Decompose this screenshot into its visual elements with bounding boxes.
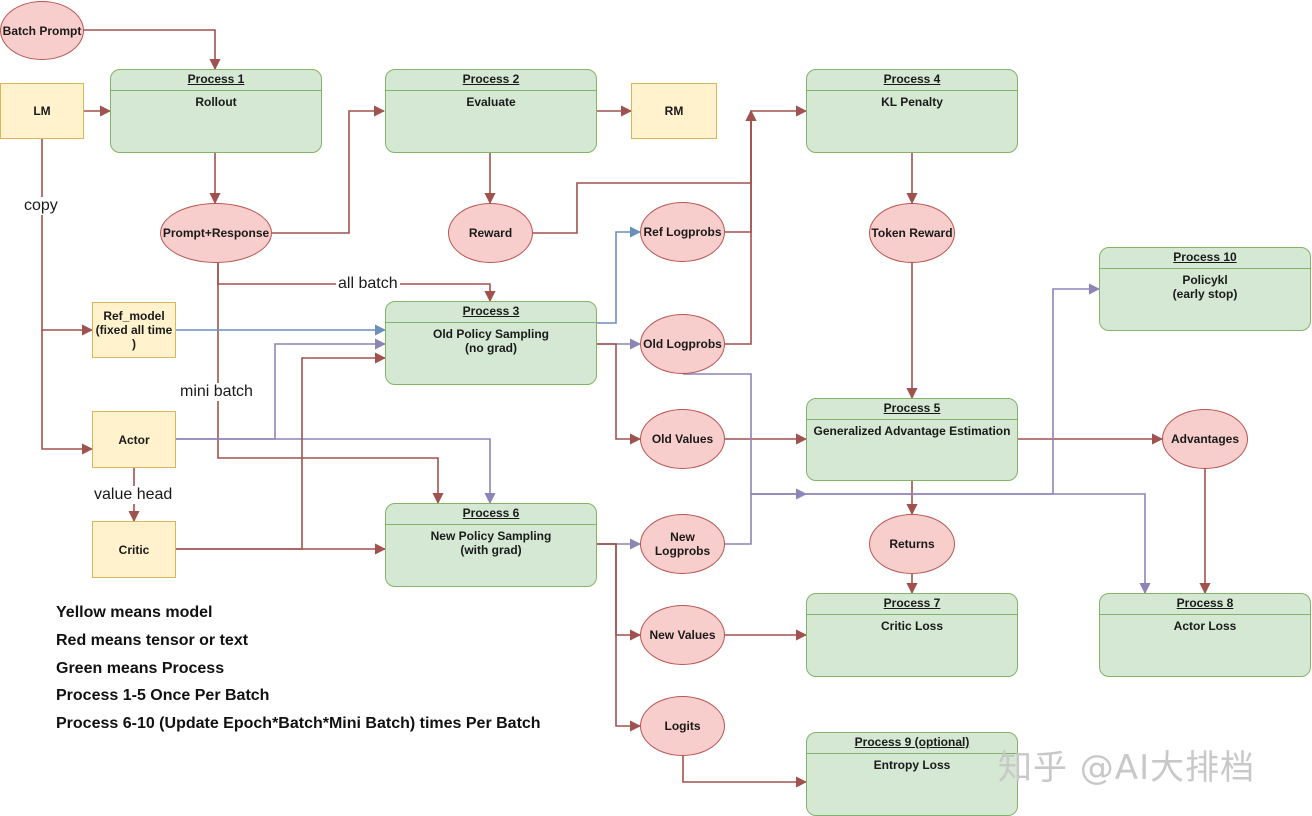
process-9-entropy-loss: Process 9 (optional) Entropy Loss: [806, 732, 1018, 816]
process-10-policykl: Process 10 Policykl (early stop): [1099, 247, 1311, 331]
process-title: Process 9 (optional): [807, 733, 1017, 754]
tensor-prompt-response: Prompt+Response: [160, 203, 272, 263]
tensor-logits: Logits: [640, 696, 725, 756]
process-7-critic-loss: Process 7 Critic Loss: [806, 593, 1018, 677]
process-body: Old Policy Sampling (no grad): [432, 327, 550, 355]
process-title: Process 3: [386, 302, 596, 323]
edge-p3-reflogprobs: [597, 226, 642, 324]
edge-label-value-head: value head: [92, 486, 175, 504]
process-body: Generalized Advantage Estimation: [813, 424, 1011, 438]
tensor-new-values: New Values: [640, 605, 725, 665]
model-lm: LM: [0, 83, 84, 139]
process-body: Actor Loss: [1173, 619, 1237, 633]
process-title: Process 8: [1100, 594, 1310, 615]
tensor-ref-logprobs: Ref Logprobs: [640, 202, 725, 262]
process-body: Policykl (early stop): [1172, 273, 1238, 301]
tensor-old-logprobs: Old Logprobs: [640, 314, 725, 374]
edge-oldlogprobs-p4: [725, 109, 757, 345]
tensor-new-logprobs: New Logprobs: [640, 514, 725, 574]
edge-logits-p9: [682, 756, 808, 788]
process-title: Process 2: [386, 70, 596, 91]
edge-label-all-batch: all batch: [336, 275, 400, 293]
process-1-rollout: Process 1 Rollout: [110, 69, 322, 153]
edge-p6-newvalues: [597, 543, 642, 641]
tensor-reward: Reward: [448, 203, 533, 263]
tensor-returns: Returns: [869, 514, 955, 574]
process-2-evaluate: Process 2 Evaluate: [385, 69, 597, 153]
edge-batchprompt-p1: [80, 29, 221, 71]
process-6-new-policy-sampling: Process 6 New Policy Sampling (with grad…: [385, 503, 597, 587]
process-4-kl-penalty: Process 4 KL Penalty: [806, 69, 1018, 153]
process-body: Evaluate: [466, 95, 516, 109]
edge-label-mini-batch: mini batch: [178, 383, 255, 401]
process-title: Process 7: [807, 594, 1017, 615]
edge-reflogprobs-p4: [725, 109, 757, 233]
legend-red: Red means tensor or text: [56, 631, 249, 649]
legend-green: Green means Process: [56, 659, 225, 677]
edge-p6-logits: [597, 543, 642, 732]
process-body: Entropy Loss: [873, 758, 951, 772]
edge-actor-p6: [176, 438, 496, 505]
process-title: Process 5: [807, 399, 1017, 420]
model-actor: Actor: [92, 411, 176, 468]
edge-label-copy: copy: [22, 197, 60, 215]
tensor-batch-prompt: Batch Prompt: [0, 1, 84, 60]
legend-yellow: Yellow means model: [56, 604, 213, 621]
process-8-actor-loss: Process 8 Actor Loss: [1099, 593, 1311, 677]
process-title: Process 4: [807, 70, 1017, 91]
legend-process-6-10: Process 6-10 (Update Epoch*Batch*Mini Ba…: [56, 715, 541, 733]
process-3-old-policy-sampling: Process 3 Old Policy Sampling (no grad): [385, 301, 597, 385]
legend: Yellow means model Red means tensor or t…: [56, 603, 541, 742]
tensor-old-values: Old Values: [640, 409, 725, 469]
process-title: Process 6: [386, 504, 596, 525]
edge-lm-ref: [41, 139, 94, 336]
process-body: New Policy Sampling (with grad): [430, 529, 552, 557]
watermark: 知乎 @AI大排档: [998, 748, 1256, 788]
legend-process-1-5: Process 1-5 Once Per Batch: [56, 687, 270, 705]
model-critic: Critic: [92, 521, 176, 578]
process-5-gae: Process 5 Generalized Advantage Estimati…: [806, 398, 1018, 481]
edge-p3-oldvalues: [597, 343, 642, 445]
model-rm: RM: [631, 83, 717, 139]
process-body: Critic Loss: [880, 619, 943, 633]
model-ref: Ref_model (fixed all time ): [92, 302, 176, 358]
process-body: KL Penalty: [881, 95, 943, 109]
tensor-token-reward: Token Reward: [869, 203, 955, 263]
process-title: Process 1: [111, 70, 321, 91]
edge-lm-actor: [41, 330, 94, 455]
process-title: Process 10: [1100, 248, 1310, 269]
tensor-advantages: Advantages: [1162, 409, 1248, 469]
process-body: Rollout: [195, 95, 237, 109]
